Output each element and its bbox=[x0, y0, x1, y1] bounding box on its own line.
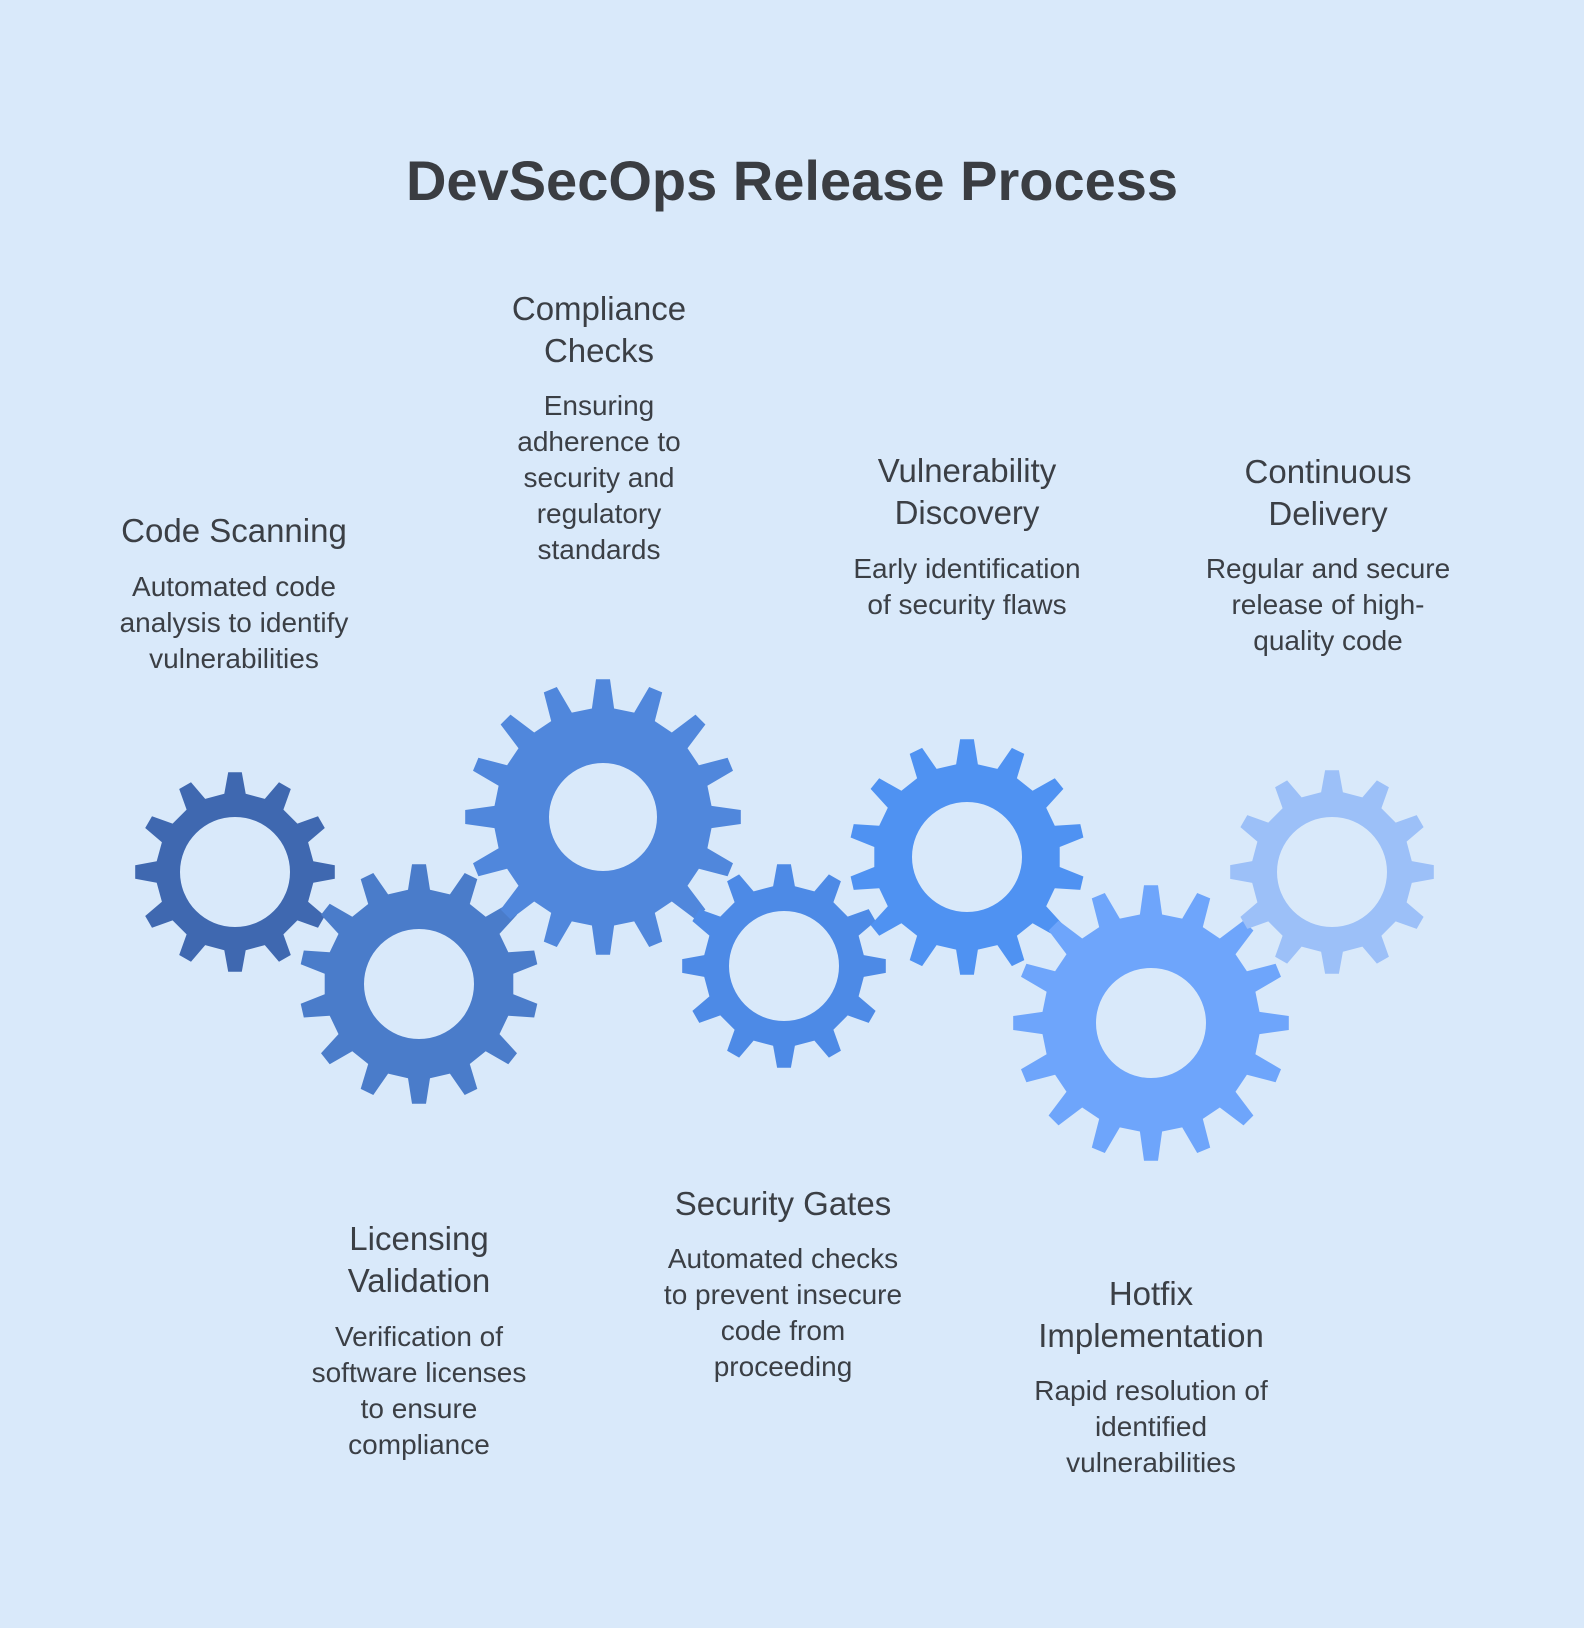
gear-icon-code-scanning bbox=[135, 772, 335, 972]
step-description-line: Automated checks bbox=[667, 1243, 899, 1274]
step-description-hotfix-implementation: Rapid resolution of identified vulnerabili… bbox=[981, 1373, 1321, 1481]
gear-icon-continuous-delivery bbox=[1230, 770, 1434, 974]
step-description-line: vulnerabilities bbox=[1066, 1447, 1236, 1478]
step-description-line: compliance bbox=[348, 1429, 490, 1460]
step-description-licensing-validation: Verification of software licenses to ensur… bbox=[249, 1319, 589, 1463]
step-description-line: release of high- bbox=[1231, 589, 1425, 620]
step-description-code-scanning: Automated code analysis to identify vulner… bbox=[64, 569, 404, 677]
page-title: DevSecOps Release Process bbox=[405, 149, 1179, 212]
step-title-line: Checks bbox=[543, 332, 655, 369]
step-title-security-gates: Security Gates bbox=[613, 1183, 953, 1225]
step-description-line: of security flaws bbox=[867, 589, 1067, 620]
gear-icon-hotfix-implementation bbox=[1013, 885, 1289, 1161]
step-description-line: code from bbox=[720, 1315, 846, 1346]
step-description-line: to ensure bbox=[360, 1393, 478, 1424]
step-title-line: Implementation bbox=[1038, 1317, 1264, 1354]
step-description-security-gates: Automated checks to prevent insecure code … bbox=[613, 1241, 953, 1385]
step-description-line: Verification of bbox=[334, 1321, 504, 1352]
step-title-line: Code Scanning bbox=[121, 512, 347, 549]
step-description-line: Ensuring bbox=[543, 390, 655, 421]
step-description-vulnerability-discovery: Early identification of security flaws bbox=[797, 551, 1137, 623]
step-title-line: Security Gates bbox=[674, 1185, 892, 1222]
gear-icon-security-gates bbox=[682, 864, 886, 1068]
step-title-line: Licensing bbox=[349, 1220, 489, 1257]
step-description-line: software licenses bbox=[311, 1357, 527, 1388]
step-description-line: Early identification bbox=[853, 553, 1081, 584]
step-description-line: Rapid resolution of bbox=[1034, 1375, 1268, 1406]
step-title-line: Validation bbox=[347, 1262, 491, 1299]
step-description-line: quality code bbox=[1253, 625, 1403, 656]
step-title-line: Compliance bbox=[511, 290, 687, 327]
step-description-line: Automated code bbox=[132, 571, 336, 602]
step-description-line: adherence to bbox=[517, 426, 681, 457]
step-title-line: Vulnerability bbox=[877, 452, 1057, 489]
step-description-line: regulatory bbox=[536, 498, 662, 529]
step-description-compliance-checks: Ensuring adherence to security and regulato… bbox=[429, 388, 769, 568]
step-description-line: standards bbox=[537, 534, 661, 565]
step-title-code-scanning: Code Scanning bbox=[64, 510, 404, 552]
step-description-line: Regular and secure bbox=[1205, 553, 1451, 584]
step-title-line: Discovery bbox=[894, 494, 1040, 531]
step-title-line: Hotfix bbox=[1108, 1275, 1194, 1312]
gear-icon-licensing-validation bbox=[300, 864, 538, 1104]
step-description-line: proceeding bbox=[713, 1351, 853, 1382]
step-description-continuous-delivery: Regular and secure release of high-qualit… bbox=[1158, 551, 1498, 659]
step-title-line: Continuous bbox=[1244, 453, 1412, 490]
gear-icon-compliance-checks bbox=[465, 679, 741, 955]
step-title-line: Delivery bbox=[1268, 495, 1388, 532]
gear-icon-vulnerability-discovery bbox=[850, 739, 1084, 975]
step-description-line: analysis to identify bbox=[119, 607, 349, 638]
step-description-line: to prevent insecure bbox=[663, 1279, 903, 1310]
step-description-line: identified bbox=[1094, 1411, 1208, 1442]
step-description-line: security and bbox=[523, 462, 675, 493]
step-description-line: vulnerabilities bbox=[149, 643, 319, 674]
